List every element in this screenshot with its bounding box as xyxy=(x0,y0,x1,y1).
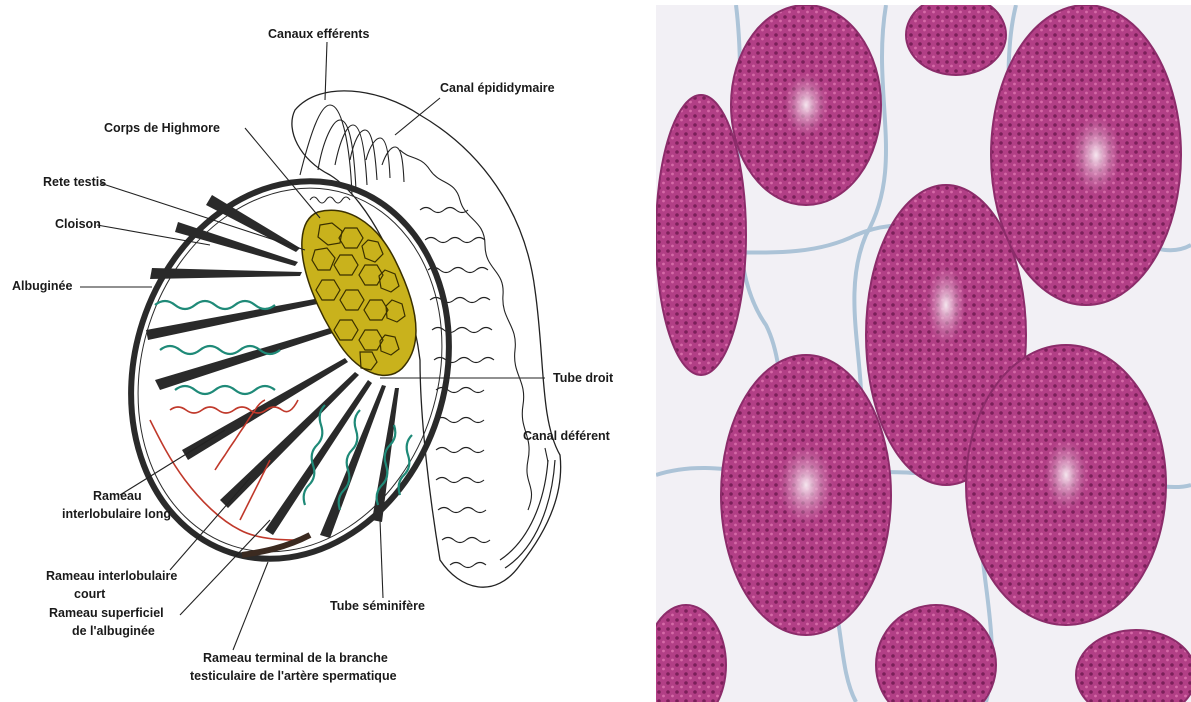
label-rameau-terminal-1: Rameau terminal de la branche xyxy=(203,651,388,665)
canal-deferent-tube xyxy=(500,460,548,560)
tubule-10 xyxy=(906,5,1006,75)
label-corps-highmore: Corps de Highmore xyxy=(104,121,220,135)
albuginea-capsule xyxy=(83,139,496,600)
testis-anatomy-diagram: Canaux efférents Canal épididymaire Corp… xyxy=(0,0,650,702)
label-canal-deferent: Canal déférent xyxy=(523,429,611,443)
histology-micrograph xyxy=(656,5,1191,702)
label-rameau-sup-2: de l'albuginée xyxy=(72,624,155,638)
label-rameau-long-1: Rameau xyxy=(93,489,142,503)
label-canaux-efferents: Canaux efférents xyxy=(268,27,369,41)
tubule-3 xyxy=(656,95,746,375)
label-rameau-court-1: Rameau interlobulaire xyxy=(46,569,177,583)
label-cloison: Cloison xyxy=(55,217,101,231)
label-canal-epididymaire: Canal épididymaire xyxy=(440,81,555,95)
label-rete-testis: Rete testis xyxy=(43,175,106,189)
label-tube-droit: Tube droit xyxy=(553,371,614,385)
label-rameau-long-2: interlobulaire long xyxy=(62,507,171,521)
mediastinum-testis xyxy=(302,210,416,375)
label-rameau-court-2: court xyxy=(74,587,106,601)
label-albuginee: Albuginée xyxy=(12,279,72,293)
label-rameau-sup-1: Rameau superficiel xyxy=(49,606,164,620)
label-tube-seminifere: Tube séminifère xyxy=(330,599,425,613)
label-rameau-terminal-2: testiculaire de l'artère spermatique xyxy=(190,669,397,683)
